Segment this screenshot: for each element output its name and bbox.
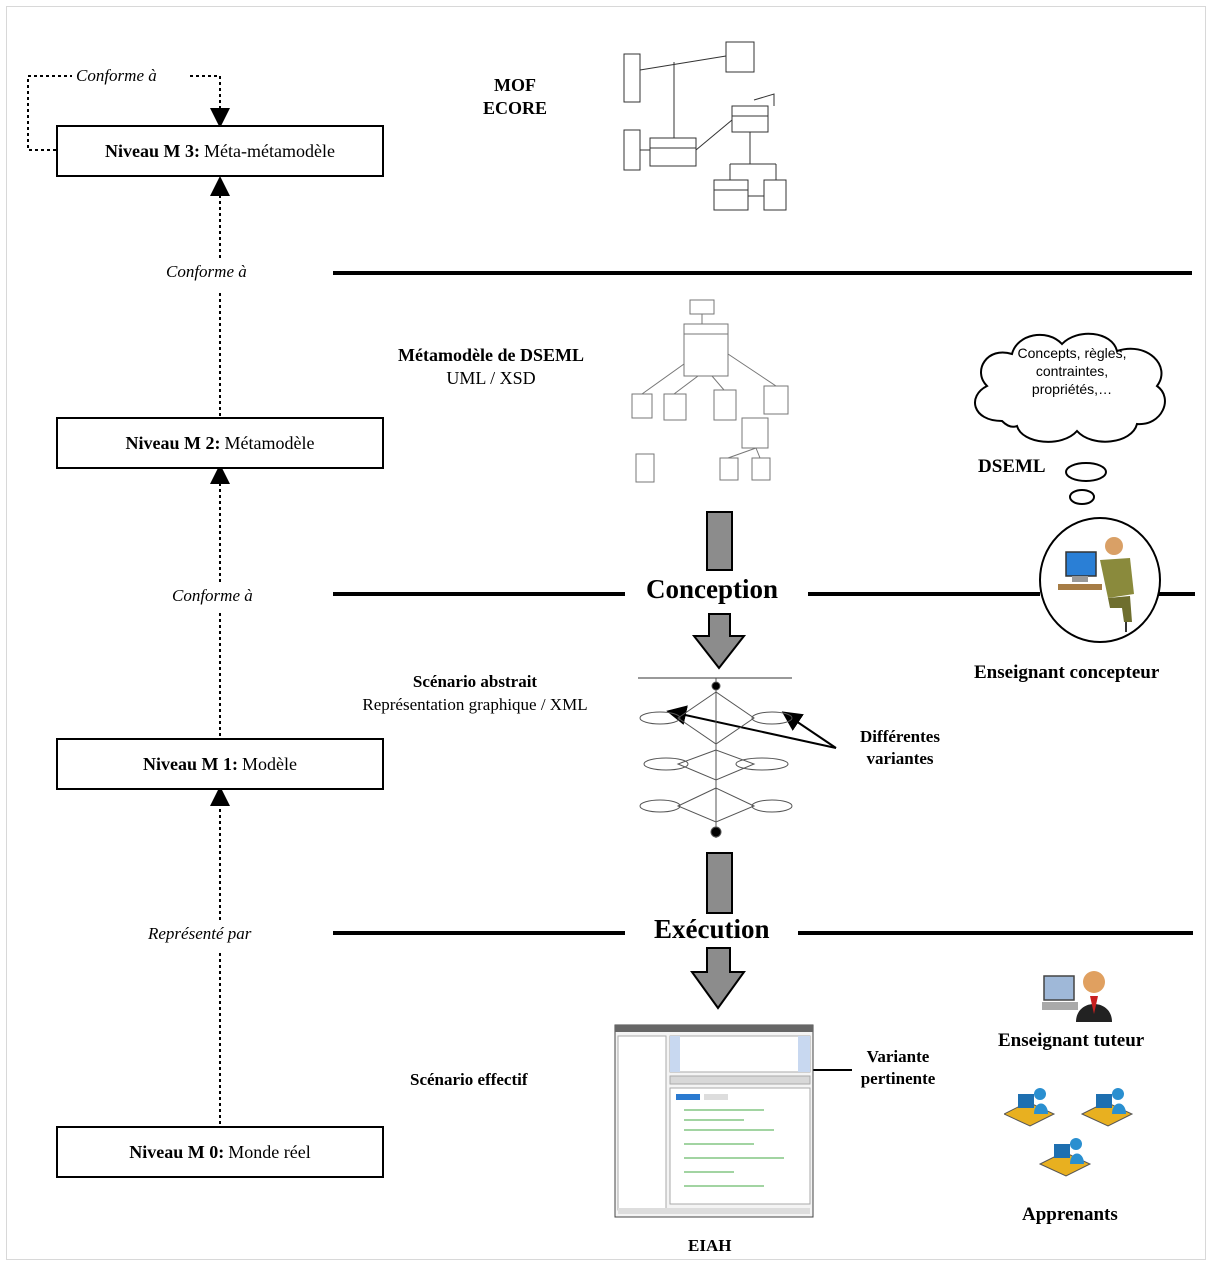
learners-icon: [1004, 1088, 1134, 1177]
mof-class-diagram-thumbnail: [623, 41, 787, 211]
level-m1-name: Modèle: [242, 753, 297, 774]
relation-self-label: Conforme à: [76, 66, 157, 85]
abstract-scenario-sub: Représentation graphique / XML: [362, 695, 588, 714]
conception-arrow-head: [691, 613, 747, 670]
m2-line1: Métamodèle de DSEML: [398, 345, 584, 365]
relation-m1-m2-label: Conforme à: [172, 586, 253, 605]
level-m2-box: Niveau M 2: Métamodèle: [56, 417, 384, 469]
variants-label: Différentes variantes: [842, 726, 958, 770]
m3-line2: ECORE: [482, 98, 547, 118]
tutor-label: Enseignant tuteur: [998, 1030, 1145, 1051]
level-m3-code: Niveau M 3:: [105, 140, 201, 161]
eiah-label: EIAH: [688, 1236, 732, 1255]
dseml-metamodel-thumbnail: [631, 299, 789, 483]
level-m0-box: Niveau M 0: Monde réel: [56, 1126, 384, 1178]
designer-label: Enseignant concepteur: [974, 662, 1160, 683]
effective-scenario-label: Scénario effectif: [410, 1070, 528, 1089]
relation-m0-m1-label: Représenté par: [148, 924, 252, 943]
thought-text: Concepts, règles, contraintes, propriété…: [1002, 344, 1142, 398]
self-loop-arrow: [27, 75, 72, 151]
level-m3-name: Méta-métamodèle: [204, 140, 335, 161]
relevant-line2: pertinente: [860, 1069, 936, 1088]
thought-cloud-icon: [974, 332, 1166, 443]
level-m0-name: Monde réel: [228, 1141, 311, 1162]
level-m2-name: Métamodèle: [224, 432, 315, 453]
execution-arrow-head: [690, 947, 746, 1010]
relation-m2-m3-label: Conforme à: [166, 262, 247, 281]
execution-arrow-shaft-top: [706, 852, 733, 914]
level-m1-code: Niveau M 1:: [143, 753, 238, 774]
m3-metamodel-label: MOF ECORE: [470, 74, 560, 120]
figure-frame: [6, 6, 1206, 1260]
level-m1-box: Niveau M 1: Modèle: [56, 738, 384, 790]
variants-arrow-left: [666, 705, 837, 749]
m2-line2: UML / XSD: [446, 368, 536, 388]
phase-execution: Exécution: [654, 914, 770, 944]
eiah-screen-thumbnail: [614, 1024, 814, 1218]
teacher-designer-icon: [1039, 517, 1161, 643]
m2-metamodel-label: Métamodèle de DSEML UML / XSD: [376, 344, 606, 390]
learners-label: Apprenants: [1022, 1204, 1118, 1225]
thought-line3: propriétés,…: [1031, 381, 1113, 397]
conception-arrow-shaft-top: [706, 511, 733, 571]
abstract-scenario-title: Scénario abstrait: [412, 672, 538, 691]
variants-line2: variantes: [866, 749, 934, 768]
variants-arrow-right: [781, 711, 837, 749]
abstract-scenario-label: Scénario abstrait Représentation graphiq…: [330, 670, 620, 716]
variants-line1: Différentes: [860, 727, 940, 746]
teacher-tutor-icon: [1042, 971, 1112, 1022]
thought-line2: contraintes,: [1035, 363, 1109, 379]
dseml-label: DSEML: [978, 456, 1046, 477]
relevant-variant-label: Variante pertinente: [840, 1046, 956, 1090]
thought-line1: Concepts, règles,: [1017, 345, 1127, 361]
phase-conception: Conception: [646, 574, 779, 604]
activity-diagram-thumbnail: [638, 677, 793, 838]
thought-bubble-icon: [1065, 462, 1107, 505]
relevant-line1: Variante: [866, 1047, 930, 1066]
level-m3-box: Niveau M 3: Méta-métamodèle: [56, 125, 384, 177]
level-m0-code: Niveau M 0:: [129, 1141, 225, 1162]
self-loop-arrow-end: [190, 75, 230, 128]
level-m2-code: Niveau M 2:: [125, 432, 221, 453]
m3-line1: MOF: [494, 75, 536, 95]
